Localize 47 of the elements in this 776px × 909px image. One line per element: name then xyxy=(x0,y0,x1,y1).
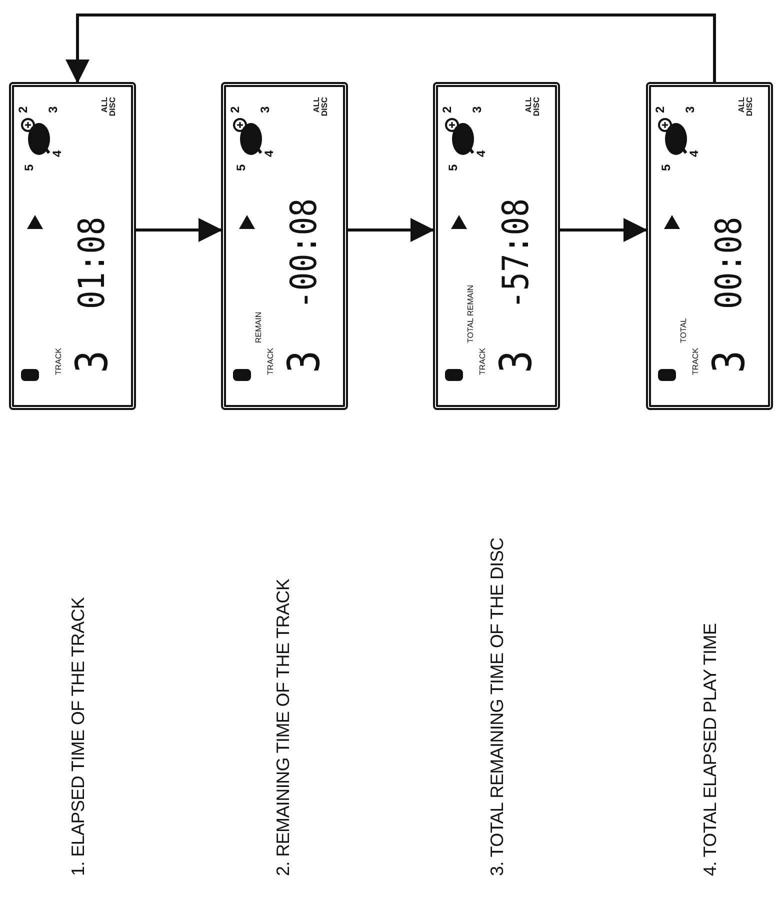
arrow xyxy=(348,218,434,242)
disc-number: 4 xyxy=(50,150,62,157)
step-caption: 4. TOTAL ELAPSED PLAY TIME xyxy=(699,623,721,876)
disc-number: 2 xyxy=(440,106,452,113)
time-digits: -57:08 xyxy=(498,198,534,309)
all-disc-indicator: ALL DISC xyxy=(100,97,116,118)
disc-number: 3 xyxy=(46,106,58,113)
step-caption: 2. REMAINING TIME OF THE TRACK xyxy=(272,578,294,876)
mode-indicator: TOTAL xyxy=(680,318,688,343)
disc-number: 5 xyxy=(234,164,246,171)
disc-number: 4 xyxy=(262,150,274,157)
disc-number: 4 xyxy=(474,150,486,157)
time-digits: 01:08 xyxy=(74,216,110,309)
track-digit: 3 xyxy=(494,350,538,373)
track-digit: 3 xyxy=(282,350,326,373)
disc-number: 2 xyxy=(16,106,28,113)
disc-number: 5 xyxy=(660,164,672,171)
disc-number: 5 xyxy=(22,164,34,171)
all-disc-indicator: ALL DISC xyxy=(738,97,754,118)
mode-indicator: TOTAL REMAIN xyxy=(466,284,474,343)
lcd-display xyxy=(646,82,773,410)
disc-number: 5 xyxy=(446,164,458,171)
disc-number: 3 xyxy=(470,106,482,113)
track-indicator: TRACK xyxy=(478,348,486,375)
all-disc-indicator: ALL DISC xyxy=(524,97,540,118)
lcd-display xyxy=(9,82,136,410)
disc-number: 2 xyxy=(228,106,240,113)
disc-number: 4 xyxy=(688,150,700,157)
arrow xyxy=(560,218,648,242)
step-caption: 3. TOTAL REMAINING TIME OF THE DISC xyxy=(486,538,508,876)
step-caption: 1. ELAPSED TIME OF THE TRACK xyxy=(67,597,89,876)
time-digits: -00:08 xyxy=(286,198,322,309)
track-digit: 3 xyxy=(70,350,114,373)
all-disc-indicator: ALL DISC xyxy=(312,97,328,118)
lcd-display xyxy=(433,82,560,410)
disc-number: 2 xyxy=(654,106,666,113)
disc-number: 3 xyxy=(258,106,270,113)
arrow xyxy=(136,218,222,242)
track-digit: 3 xyxy=(708,350,752,373)
track-indicator: TRACK xyxy=(266,348,274,375)
lcd-display xyxy=(221,82,348,410)
disc-number: 3 xyxy=(684,106,696,113)
mode-indicator: REMAIN xyxy=(254,312,262,343)
time-digits: 00:08 xyxy=(712,216,748,309)
arrow xyxy=(66,14,716,84)
track-indicator: TRACK xyxy=(692,348,700,375)
track-indicator: TRACK xyxy=(54,348,62,375)
